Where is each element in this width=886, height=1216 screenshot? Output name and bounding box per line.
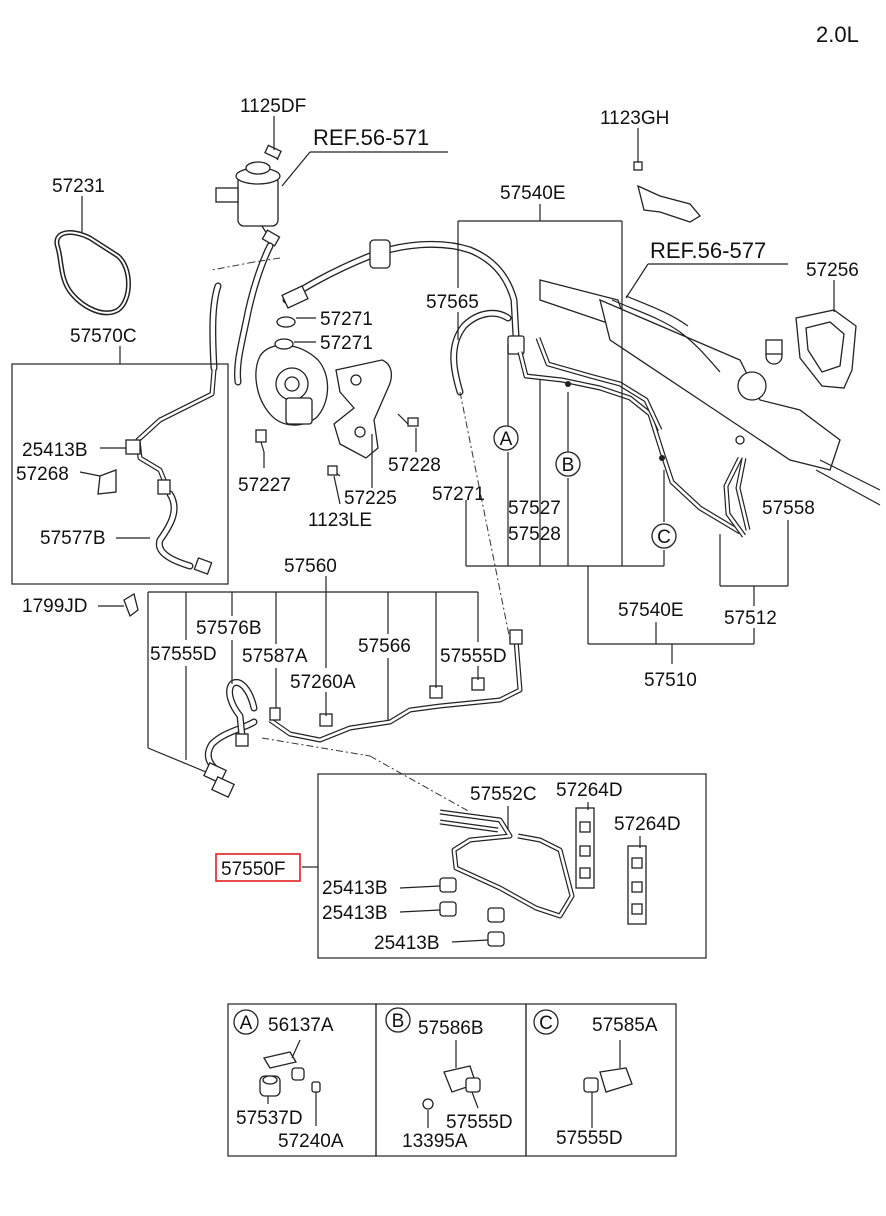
part-number[interactable]: 13395A — [402, 1131, 468, 1152]
detail-box-b: B 57586B 57555D 13395A — [375, 1003, 527, 1157]
part-number[interactable]: 25413B — [322, 903, 388, 924]
gear-bracket-icon — [795, 309, 857, 389]
reference-text[interactable]: REF.56-571 — [313, 125, 429, 150]
part-number[interactable]: 57576B — [196, 618, 262, 639]
reference-text[interactable]: REF.56-577 — [650, 238, 766, 263]
callout-letter: B — [392, 1011, 405, 1032]
callout-letter: B — [562, 455, 575, 476]
callout-b[interactable]: B — [555, 451, 581, 477]
part-number[interactable]: 57550F — [221, 859, 285, 880]
part-number[interactable]: 57565 — [426, 292, 479, 313]
part-number[interactable]: 57570C — [70, 326, 137, 347]
part-number[interactable]: 57256 — [806, 260, 859, 281]
part-number[interactable]: 57527 — [508, 498, 561, 519]
cooler-box — [317, 773, 707, 959]
engine-label: 2.0L — [816, 22, 859, 47]
callout-letter: C — [657, 527, 671, 548]
return-hose-icon — [450, 309, 512, 396]
reference-reservoir[interactable]: REF.56-571 — [281, 125, 448, 187]
pipe-assembly-icon — [203, 629, 523, 799]
part-number[interactable]: 25413B — [322, 878, 388, 899]
part-number[interactable]: 57228 — [388, 455, 441, 476]
part-number[interactable]: 57225 — [344, 488, 397, 509]
part-number[interactable]: 57240A — [278, 1131, 344, 1152]
leader-lines — [11, 116, 835, 943]
part-number[interactable]: 57560 — [284, 556, 337, 577]
part-number[interactable]: 1123LE — [308, 510, 372, 531]
rubber-grommets-icon — [439, 877, 505, 947]
power-steering-pump-icon — [255, 316, 329, 453]
part-number[interactable]: 57540E — [500, 183, 566, 204]
pump-bracket-icon — [327, 359, 419, 477]
part-number[interactable]: 57528 — [508, 524, 561, 545]
part-number[interactable]: 57510 — [644, 670, 697, 691]
part-number[interactable]: 57231 — [52, 176, 105, 197]
part-number[interactable]: 57555D — [150, 644, 217, 665]
callout-c[interactable]: C — [651, 523, 677, 549]
detail-box-a: A 56137A 57537D 57240A — [227, 1003, 377, 1157]
part-number[interactable]: 25413B — [22, 440, 88, 461]
part-number[interactable]: 57558 — [762, 498, 815, 519]
part-number[interactable]: 56137A — [268, 1015, 334, 1036]
part-number[interactable]: 57566 — [358, 636, 411, 657]
steering-gear-icon — [539, 279, 881, 506]
part-number[interactable]: 25413B — [374, 933, 440, 954]
part-number[interactable]: 57552C — [470, 784, 537, 805]
part-number[interactable]: 57555D — [446, 1112, 513, 1133]
part-number[interactable]: 57264D — [614, 814, 681, 835]
part-number[interactable]: 57585A — [592, 1015, 658, 1036]
reference-steering-gear[interactable]: REF.56-577 — [625, 238, 788, 299]
part-number[interactable]: 57537D — [236, 1108, 303, 1129]
return-hose-assembly-icon — [97, 369, 217, 575]
part-number[interactable]: 57587A — [242, 646, 308, 667]
part-number[interactable]: 1125DF — [240, 96, 306, 117]
part-number[interactable]: 1799JD — [22, 596, 88, 617]
part-number[interactable]: 57271 — [320, 309, 373, 330]
part-number[interactable]: 57264D — [556, 780, 623, 801]
part-labels: 1125DF 1123GH 57231 57540E 57256 57570C … — [16, 96, 859, 954]
drive-belt-icon — [54, 230, 131, 316]
callout-letter: C — [539, 1013, 553, 1034]
callout-letter: A — [240, 1013, 253, 1034]
highlight-box — [215, 853, 301, 882]
part-number[interactable]: 57271 — [432, 484, 485, 505]
callout-a[interactable]: A — [493, 425, 519, 451]
part-number[interactable]: 57555D — [556, 1128, 623, 1149]
part-number[interactable]: 57540E — [618, 600, 684, 621]
clip-icon — [123, 592, 139, 618]
part-number[interactable]: 57268 — [16, 464, 69, 485]
part-number[interactable]: 1123GH — [600, 108, 669, 129]
guide-lines — [211, 257, 511, 813]
pressure-hose-icon — [281, 239, 525, 355]
part-number[interactable]: 57512 — [724, 608, 777, 629]
detail-box-c: C 57585A 57555D — [525, 1003, 677, 1157]
callout-letter: A — [500, 429, 513, 450]
highlighted-part-57550F[interactable]: 57550F — [215, 853, 301, 882]
part-number[interactable]: 57577B — [40, 528, 106, 549]
bracket-strip-icon — [575, 807, 647, 925]
reservoir-icon — [215, 144, 282, 247]
oil-cooler-icon — [439, 809, 575, 919]
part-number[interactable]: 57227 — [238, 475, 291, 496]
part-number[interactable]: 57586B — [418, 1018, 484, 1039]
part-number[interactable]: 57555D — [440, 646, 507, 667]
suction-hose-icon — [209, 242, 274, 386]
gear-feed-lines-icon — [517, 337, 751, 538]
part-number[interactable]: 57271 — [320, 333, 373, 354]
part-number[interactable]: 57260A — [290, 672, 356, 693]
